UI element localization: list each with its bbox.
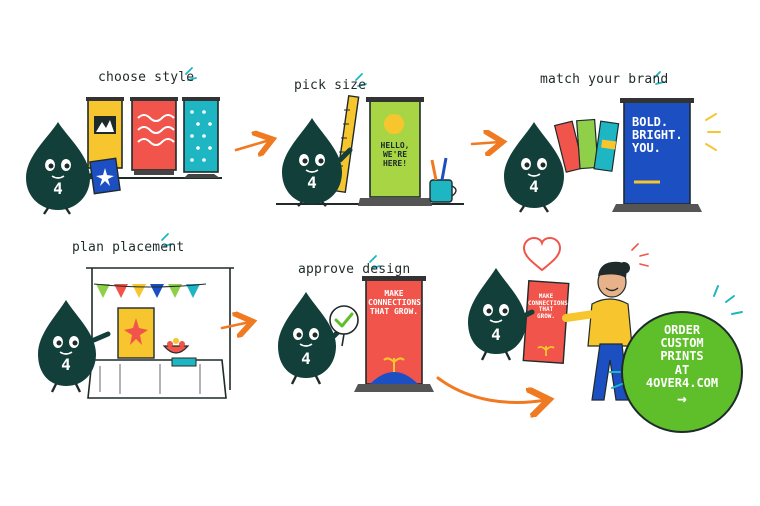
- flow-arrow-4: [436, 376, 546, 402]
- step-choose-style: [26, 97, 222, 215]
- approve-banner: [354, 276, 434, 392]
- step-label-plan-placement: plan placement: [72, 240, 185, 255]
- step-handoff: [468, 236, 649, 401]
- flow-arrow-1: [234, 140, 270, 150]
- handoff-banner: [522, 279, 570, 365]
- cta-line-3: PRINTS: [660, 349, 704, 364]
- step-label-pick-size: pick size: [294, 78, 367, 93]
- checkmark-icon: [329, 305, 359, 347]
- teal-banner: [182, 97, 220, 178]
- banner-text-approve: MAKE CONNECTIONS THAT GROW.: [368, 289, 421, 316]
- step-approve-design: [278, 276, 434, 392]
- mascot-match-brand: [504, 122, 564, 213]
- mascot-number-5: 4: [301, 349, 311, 368]
- step-match-brand: [504, 98, 721, 213]
- step-plan-placement: [38, 267, 234, 399]
- customer-person: [562, 243, 649, 401]
- cta-text: ORDER CUSTOM PRINTS AT 4OVER4.COM →: [626, 323, 738, 408]
- heart-icon: [522, 236, 562, 272]
- mascot-plan-placement: [38, 300, 111, 393]
- mascot-number-2: 4: [307, 173, 317, 192]
- candy-bowl: [162, 338, 190, 354]
- flow-arrow-3: [220, 322, 250, 328]
- mascot-pick-size: [282, 118, 353, 207]
- mascot-number-1: 4: [53, 179, 63, 198]
- banner-text-handoff: MAKE CONNECTIONS THAT GROW.: [528, 293, 568, 320]
- blue-swatch-card: [89, 157, 121, 195]
- mascot-approve-design: [278, 292, 343, 385]
- step-pick-size: [276, 94, 464, 207]
- cta-badge: [609, 285, 743, 433]
- mini-banner: [117, 307, 155, 359]
- mascot-number-3: 4: [529, 177, 539, 196]
- bunting-flags: [93, 283, 207, 298]
- banner-text-brand: BOLD. BRIGHT. YOU.: [626, 115, 694, 156]
- pencil-cup: [429, 157, 457, 203]
- flyer-stack: [171, 357, 197, 367]
- cta-arrow-icon: →: [677, 388, 687, 408]
- green-banner: [358, 97, 432, 206]
- color-swatch-fan: [553, 118, 620, 173]
- mascot-number-4: 4: [61, 355, 71, 374]
- cta-line-1: ORDER: [663, 323, 701, 337]
- brand-line-1: BOLD.: [632, 115, 669, 129]
- step-label-choose-style: choose style: [98, 70, 195, 85]
- display-table: [87, 359, 227, 399]
- cta-line-5: 4OVER4.COM: [645, 375, 719, 390]
- yellow-banner: [86, 97, 124, 169]
- brand-line-2: BRIGHT.: [632, 128, 683, 143]
- step-label-match-brand: match your brand: [540, 72, 669, 87]
- brand-blue-banner: [612, 98, 721, 212]
- mascot-number-6: 4: [491, 325, 501, 344]
- banner-text-pick-size: HELLO, WE'RE HERE!: [380, 141, 410, 168]
- cta-line-4: AT: [674, 362, 690, 377]
- cta-line-2: CUSTOM: [660, 336, 704, 351]
- mascot-handoff: [468, 268, 535, 361]
- flow-arrow-2: [470, 142, 500, 144]
- mascot-choose-style: [26, 122, 99, 215]
- red-banner: [130, 97, 178, 175]
- brand-line-3: YOU.: [632, 141, 661, 156]
- step-label-approve-design: approve design: [298, 262, 411, 277]
